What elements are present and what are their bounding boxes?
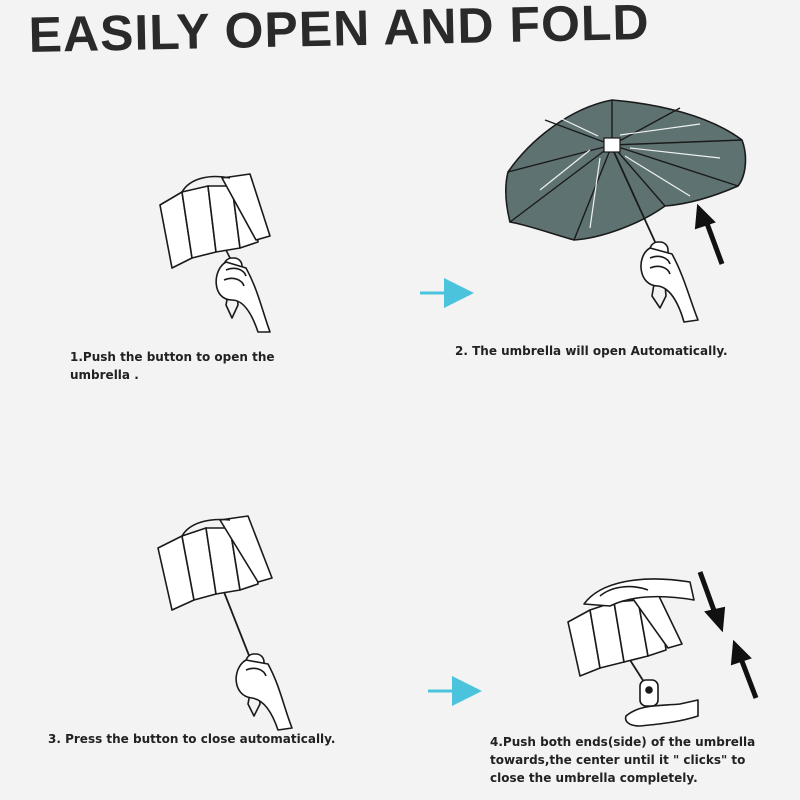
step3-folded-umbrella-icon (157, 515, 293, 731)
step4-caption: 4.Push both ends(side) of the umbrella t… (490, 733, 755, 787)
arrow-up-icon-2 (730, 639, 759, 699)
arrow-up-head-icon (694, 203, 716, 230)
step4-caption-line: close the umbrella completely. (490, 771, 698, 785)
step2-caption: 2. The umbrella will open Automatically. (455, 342, 728, 360)
step1-caption-line: umbrella . (70, 368, 139, 382)
step3-caption: 3. Press the button to close automatical… (48, 730, 335, 748)
step3-caption-line: 3. Press the button to close automatical… (48, 732, 336, 746)
step1-caption-line: 1.Push the button to open the (70, 350, 275, 364)
step4-caption-line: 4.Push both ends(side) of the umbrella (490, 735, 756, 749)
step2-caption-line: 2. The umbrella will open Automatically. (455, 344, 728, 358)
step4-caption-line: towards,the center until it " clicks" to (490, 753, 746, 767)
step1-folded-umbrella-icon (159, 173, 271, 333)
step4-closing-umbrella-icon (567, 578, 699, 727)
arrow-down-icon (697, 571, 726, 633)
step2-open-umbrella-icon (505, 99, 747, 323)
arrow-up-icon (702, 217, 725, 265)
step1-caption: 1.Push the button to open the umbrella . (70, 348, 275, 384)
